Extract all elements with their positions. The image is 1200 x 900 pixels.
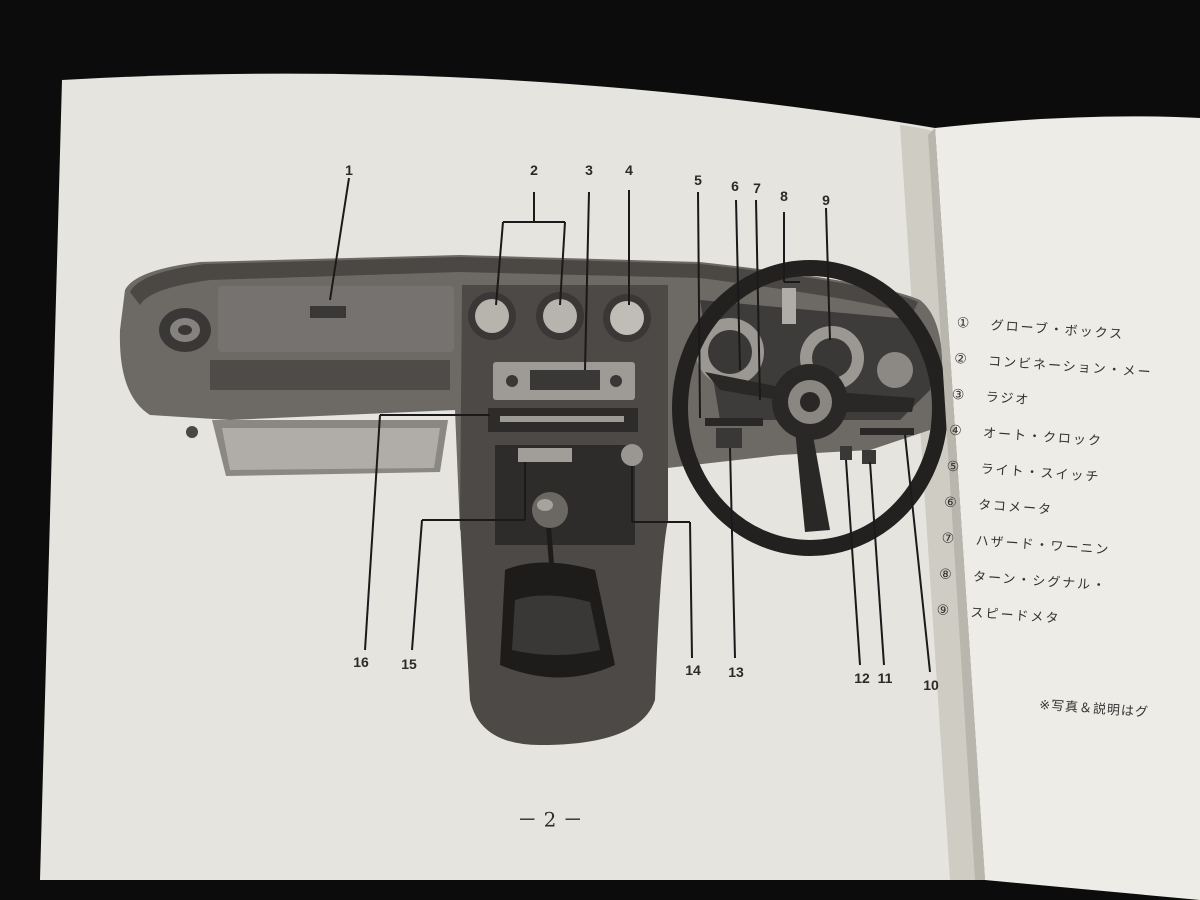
legend-text: スピードメタ xyxy=(970,605,1061,627)
callout-16: 16 xyxy=(353,654,369,670)
cigarette-lighter xyxy=(518,448,572,462)
callout-9: 9 xyxy=(822,192,830,208)
callout-1: 1 xyxy=(345,162,353,178)
callout-4: 4 xyxy=(625,162,633,178)
warning-lamps xyxy=(782,288,796,324)
left-stalk xyxy=(705,418,763,426)
callout-15: 15 xyxy=(401,656,417,672)
switch-12 xyxy=(840,446,852,460)
callout-13: 13 xyxy=(728,664,744,680)
legend-text: コンビネーション・メー xyxy=(987,354,1153,381)
legend-number: ③ xyxy=(951,386,967,404)
callout-12: 12 xyxy=(854,670,870,686)
callout-14: 14 xyxy=(685,662,701,678)
callout-10: 10 xyxy=(923,677,939,693)
aux-gauge xyxy=(877,352,913,388)
legend-number: ⑨ xyxy=(936,602,952,620)
legend-text: グローブ・ボックス xyxy=(990,318,1125,343)
dash-lower-trim xyxy=(210,360,450,390)
legend-number: ① xyxy=(956,314,972,332)
legend-text: ライト・スイッチ xyxy=(980,461,1101,486)
right-stalk xyxy=(860,428,914,435)
legend-number: ⑤ xyxy=(946,458,962,476)
parts-legend: ① グローブ・ボックス ② コンビネーション・メー ③ ラジオ ④ オート・クロック ⑤… xyxy=(935,305,1199,645)
page-number: － 2 － xyxy=(517,807,583,832)
legend-text: タコメータ xyxy=(977,497,1054,519)
legend-number: ④ xyxy=(948,422,965,440)
legend-number: ⑥ xyxy=(943,494,960,512)
switch-11 xyxy=(862,450,876,464)
steering-spoke-bottom xyxy=(795,430,830,532)
legend-text: ラジオ xyxy=(985,390,1031,409)
steering-wheel xyxy=(672,260,948,556)
callout-8: 8 xyxy=(780,188,788,204)
glove-box-lid xyxy=(218,286,454,352)
callout-5: 5 xyxy=(694,172,702,188)
legend-number: ⑦ xyxy=(941,530,957,548)
dashboard-top-pad xyxy=(130,257,918,315)
legend-text: ハザード・ワーニン xyxy=(975,533,1111,559)
steering-spoke-left xyxy=(705,372,790,402)
callout-3: 3 xyxy=(585,162,593,178)
steering-spoke-right xyxy=(835,392,915,412)
ignition-knob xyxy=(621,444,643,466)
legend-number: ⑧ xyxy=(938,566,955,584)
legend-text: オート・クロック xyxy=(982,426,1104,450)
light-switch xyxy=(716,428,742,448)
legend-text: ターン・シグナル・ xyxy=(972,569,1108,595)
legend-number: ② xyxy=(953,350,970,368)
callout-6: 6 xyxy=(731,178,739,194)
glove-box-handle xyxy=(310,306,346,318)
callout-2: 2 xyxy=(530,162,538,178)
callout-11: 11 xyxy=(877,670,893,686)
callout-7: 7 xyxy=(753,180,761,196)
leader-lines xyxy=(329,177,931,673)
